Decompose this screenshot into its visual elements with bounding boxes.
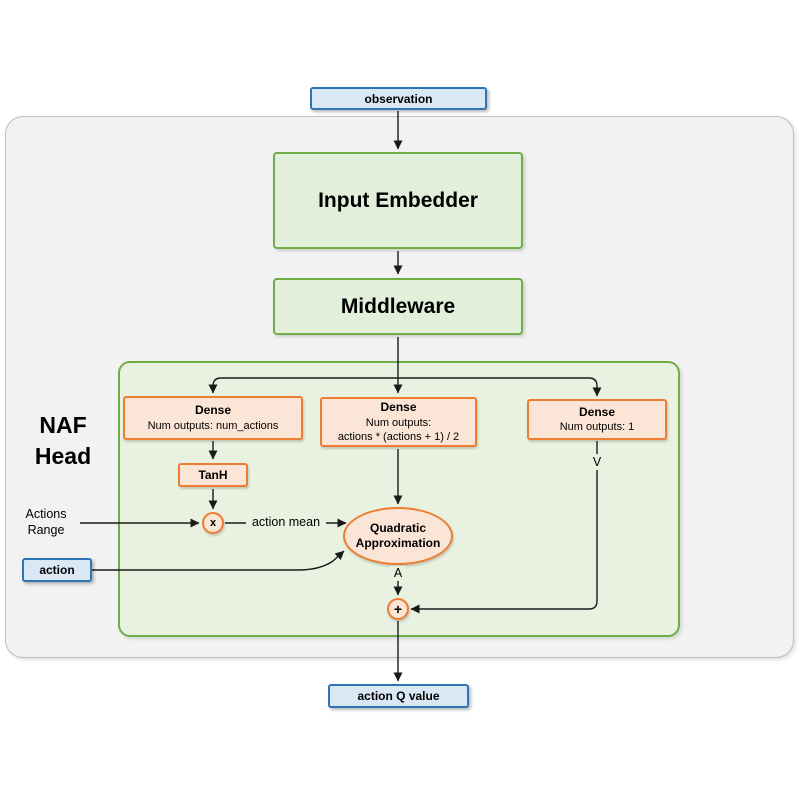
dense-value-node: Dense Num outputs: 1 [527,399,667,440]
multiply-op: x [202,512,224,534]
dense-value-subtitle: Num outputs: 1 [559,421,635,434]
value-label: V [589,454,605,470]
tanh-node: TanH [178,463,248,487]
action-q-value-node: action Q value [328,684,469,708]
dense-quadratic-subtitle: Num outputs: actions * (actions + 1) / 2 [337,416,460,443]
dense-actions-title: Dense [194,403,232,418]
naf-head-label: NAF Head [34,412,92,470]
advantage-label: A [390,566,406,581]
dense-actions-node: Dense Num outputs: num_actions [123,396,303,440]
actions-range-label: Actions Range [25,507,67,538]
dense-quadratic-title: Dense [380,399,417,414]
action-node: action [22,558,92,582]
dense-quadratic-node: Dense Num outputs: actions * (actions + … [320,397,477,447]
observation-node: observation [310,87,487,110]
dense-value-title: Dense [578,404,616,419]
middleware-node: Middleware [273,278,523,335]
input-embedder-node: Input Embedder [273,152,523,249]
action-mean-label: action mean [246,514,326,530]
quadratic-approximation-node: Quadratic Approximation [343,507,453,565]
plus-op: + [387,598,409,620]
dense-actions-subtitle: Num outputs: num_actions [147,419,279,432]
